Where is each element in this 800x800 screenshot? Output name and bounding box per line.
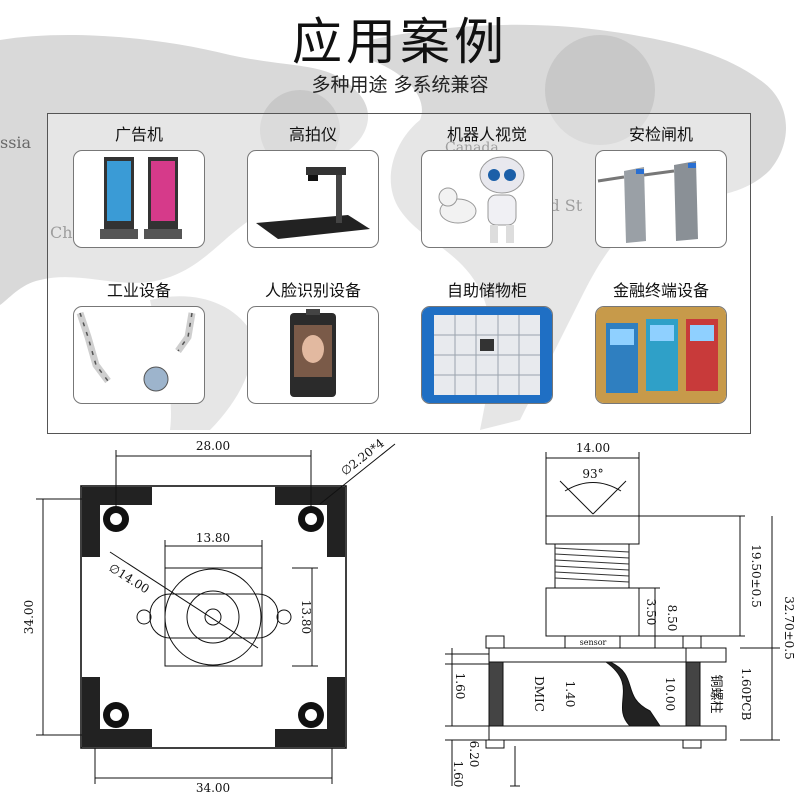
robot-arm-icon <box>73 306 205 404</box>
case-label: 安检闸机 <box>628 125 693 144</box>
copper-pillar-label: 铜螺柱 <box>708 674 723 713</box>
dim-1-60-pcb: 1.60PCB <box>739 668 753 721</box>
case-face-recognition: 人脸识别设备 <box>247 280 379 404</box>
turnstile-gate-icon <box>595 150 727 248</box>
dmic-label: DMIC <box>532 676 546 712</box>
dim-lens-box: 13.80 <box>196 531 230 545</box>
dim-bottom-front: 34.00 <box>196 781 230 795</box>
dim-top-front: 28.00 <box>196 439 230 453</box>
case-storage-locker: 自助储物柜 <box>421 280 553 404</box>
atm-terminal-icon <box>595 306 727 404</box>
case-label: 金融终端设备 <box>612 281 709 300</box>
case-label: 工业设备 <box>106 281 171 300</box>
case-turnstile-gate: 安检闸机 <box>595 124 727 248</box>
side-view-drawing <box>445 452 780 787</box>
storage-locker-icon <box>421 306 553 404</box>
document-scanner-icon <box>247 150 379 248</box>
case-industrial-equipment: 工业设备 <box>73 280 205 404</box>
case-financial-terminal: 金融终端设备 <box>595 280 727 404</box>
dim-1-40: 1.40 <box>563 681 577 708</box>
case-label: 高拍仪 <box>288 125 337 144</box>
advertising-machine-icon <box>73 150 205 248</box>
page-title: 应用案例 <box>292 13 508 71</box>
dim-side-left: 34.00 <box>22 600 36 634</box>
front-view-drawing <box>36 443 396 784</box>
case-label: 广告机 <box>114 125 163 144</box>
case-label: 自助储物柜 <box>446 281 527 300</box>
sensor-label: sensor <box>580 638 607 647</box>
dim-1-60-left: 1.60 <box>453 673 467 700</box>
case-label: 人脸识别设备 <box>264 281 361 300</box>
dim-3-50: 3.50 <box>644 599 658 626</box>
dim-lens-dia: ∅14.00 <box>106 561 151 597</box>
dim-1-60-bottom: 1.60 <box>451 761 465 788</box>
dim-total-height: 32.70±0.5 <box>782 596 796 660</box>
dim-side-right: 13.80 <box>299 600 313 634</box>
map-label-russia: ssia <box>0 133 32 152</box>
case-document-scanner: 高拍仪 <box>247 124 379 248</box>
map-label-china: Ch <box>50 223 73 242</box>
case-label: 机器人视觉 <box>446 125 527 144</box>
dim-6-20: 6.20 <box>467 741 481 768</box>
dim-top-side: 14.00 <box>576 441 610 455</box>
face-recognition-terminal-icon <box>247 306 379 404</box>
dim-8-50: 8.50 <box>665 605 679 632</box>
dim-hole-dia: ∅2.20*4 <box>338 436 387 478</box>
application-cases-panel: 广告机 高拍仪 机器人视觉 <box>47 113 751 434</box>
dim-lens-height: 19.50±0.5 <box>749 544 763 608</box>
technical-drawings: 28.00 ∅2.20*4 13.80 ∅14.00 34.00 13.80 3… <box>22 436 796 795</box>
dim-angle: 93° <box>582 467 603 481</box>
robot-icon <box>421 150 553 248</box>
case-robot-vision: 机器人视觉 <box>421 124 553 248</box>
dim-10-00: 10.00 <box>663 677 677 711</box>
page-subtitle: 多种用途 多系统兼容 <box>311 74 489 96</box>
case-advertising-machine: 广告机 <box>73 124 205 248</box>
